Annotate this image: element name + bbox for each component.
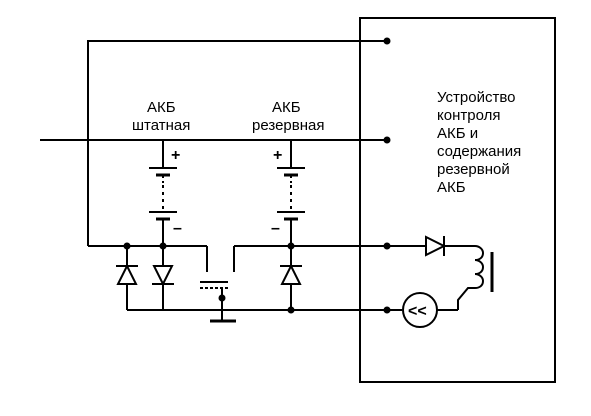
device-label-line-2: контроля [437, 107, 500, 124]
battery-backup-label-line-2: резервная [252, 117, 324, 134]
indicator-lamp-symbol: << [408, 303, 427, 320]
battery-main-plus-sign: + [171, 147, 180, 164]
diode-right [280, 246, 302, 310]
device-label-line-6: АКБ [437, 179, 466, 196]
relay-contact [200, 246, 235, 302]
device-label-line-5: резервной [437, 161, 510, 178]
relay-coil [457, 245, 494, 310]
plus-bus-wire [40, 136, 391, 144]
battery-main-label-line-2: штатная [132, 117, 190, 134]
right-bus-wire [234, 242, 391, 250]
top-wire [87, 37, 391, 246]
terminal-plus-bus [383, 136, 391, 144]
diode-left-1 [116, 246, 138, 310]
battery-main: + – [149, 140, 182, 246]
battery-main-label-line-1: АКБ [147, 99, 176, 116]
battery-backup-minus-sign: – [271, 220, 280, 237]
device-label-line-1: Устройство [437, 89, 515, 106]
battery-main-minus-sign: – [173, 220, 182, 237]
battery-backup: + – [271, 140, 305, 246]
control-device-box [359, 17, 556, 383]
device-label-line-3: АКБ и [437, 125, 478, 142]
battery-backup-plus-sign: + [273, 147, 282, 164]
battery-backup-label: АКБ резервная [252, 99, 324, 134]
control-device-label: Устройство контроля АКБ и содержания рез… [437, 89, 521, 196]
indicator-lamp: << [387, 292, 458, 328]
diode-left-2 [152, 246, 174, 310]
battery-main-label: АКБ штатная [132, 99, 190, 134]
bottom-wire [127, 306, 391, 314]
device-label-line-4: содержания [437, 143, 521, 160]
left-minus-bus [88, 242, 207, 250]
terminal-top [383, 37, 391, 45]
diode-to-coil [387, 235, 466, 257]
battery-backup-label-line-1: АКБ [272, 99, 301, 116]
